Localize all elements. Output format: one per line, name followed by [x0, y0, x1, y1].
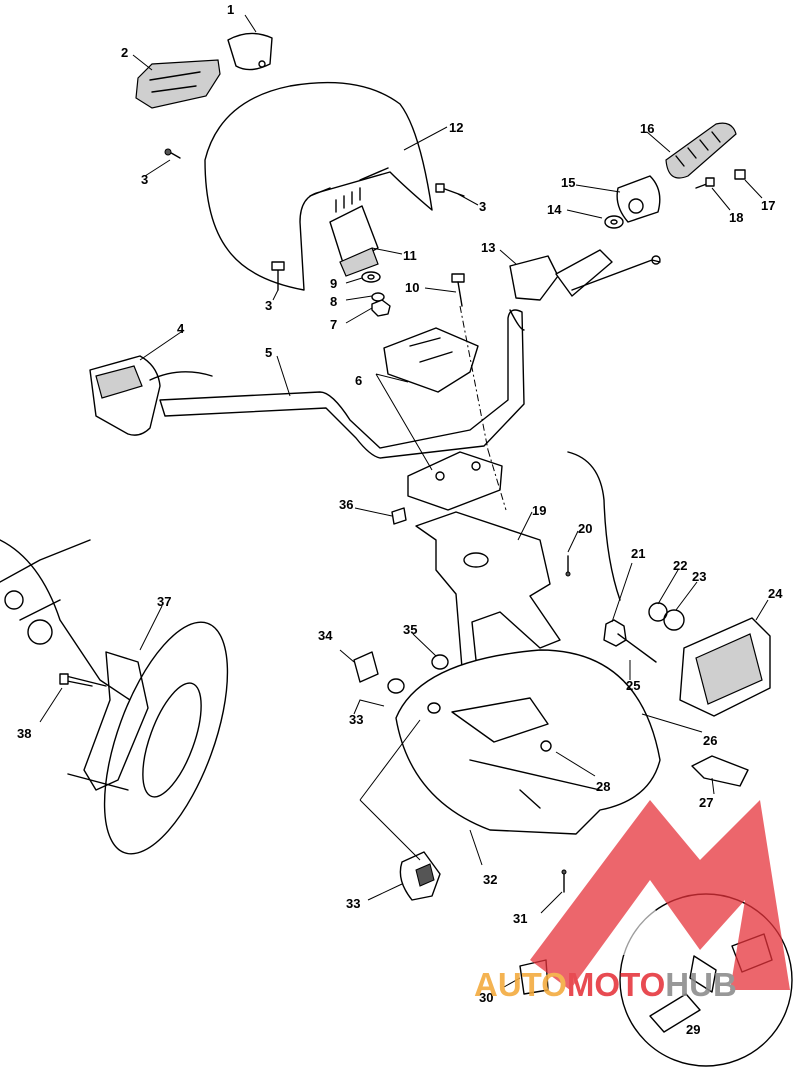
callout-36: 36 [339, 497, 353, 512]
callout-28: 28 [596, 779, 610, 794]
part-9-washer [361, 271, 381, 283]
callout-21: 21 [631, 546, 645, 561]
callout-26: 26 [703, 733, 717, 748]
part-3-screw-b [435, 183, 465, 197]
leader-lines [39, 14, 769, 988]
part-19-mounting-bracket [415, 511, 561, 685]
callout-34: 34 [318, 628, 333, 643]
part-18-screw [695, 177, 715, 189]
watermark-text: AUTOMOTOHUB [474, 966, 737, 1003]
callout-11: 11 [403, 248, 417, 263]
speedometer-cable [567, 451, 621, 601]
part-6-clamp-bottom [407, 451, 503, 511]
part-38-screw [59, 673, 93, 687]
part-13-brake-master-cylinder [509, 249, 661, 301]
part-7-nut [371, 299, 391, 317]
part-24-headlight [679, 617, 771, 717]
part-34-switch [353, 651, 379, 683]
part-21-gear [603, 619, 627, 647]
callout-30: 30 [479, 990, 493, 1005]
watermark-logo-mark [530, 800, 790, 990]
part-33-nut-small [387, 678, 405, 694]
callout-27: 27 [699, 795, 713, 810]
part-23-ring [663, 609, 685, 631]
part-31-screw [561, 869, 567, 893]
callout-29: 29 [686, 1022, 700, 1037]
callout-19: 19 [532, 503, 546, 518]
callout-37: 37 [157, 594, 171, 609]
callout-25: 25 [626, 678, 640, 693]
callout-31: 31 [513, 911, 527, 926]
part-17-screw [734, 169, 746, 180]
part-36-clip [391, 507, 407, 525]
callout-9: 9 [330, 276, 337, 291]
part-35-washer [431, 654, 449, 670]
automotohub-watermark: AUTOMOTOHUB [474, 800, 790, 1003]
watermark-hub: HUB [665, 966, 737, 1003]
part-32-lower-fairing [395, 649, 661, 835]
callout-1: 1 [227, 2, 234, 17]
callout-6: 6 [355, 373, 362, 388]
part-16-grip [665, 122, 737, 179]
callout-8: 8 [330, 294, 337, 309]
callout-35: 35 [403, 622, 417, 637]
part-11-connector [329, 187, 379, 277]
part-4-thumb-throttle [89, 355, 213, 436]
callout-18: 18 [729, 210, 743, 225]
watermark-moto: MOTO [567, 966, 665, 1003]
callout-5: 5 [265, 345, 272, 360]
part-6-clamp-top [383, 327, 479, 393]
part-37-brake-disc [0, 539, 229, 855]
callout-4: 4 [177, 321, 185, 336]
callout-33: 33 [349, 712, 363, 727]
callout-3: 3 [265, 298, 272, 313]
part-27-bulb-socket [691, 755, 749, 787]
part-2-bracket [135, 59, 221, 109]
callout-3: 3 [479, 199, 486, 214]
part-14-washer [604, 215, 624, 229]
callout-7: 7 [330, 317, 337, 332]
part-3-screw-a [164, 148, 181, 159]
part-25-rod [617, 633, 657, 663]
callout-labels: 1 2 3 3 3 4 5 6 7 8 9 10 11 12 13 14 15 … [17, 2, 783, 1037]
callout-16: 16 [640, 121, 654, 136]
callout-15: 15 [561, 175, 575, 190]
callout-24: 24 [768, 586, 783, 601]
callout-38: 38 [17, 726, 31, 741]
callout-10: 10 [405, 280, 419, 295]
part-12-pod-cover [204, 81, 433, 291]
callout-22: 22 [673, 558, 687, 573]
part-1-gauge [227, 32, 273, 71]
part-10-bolt [451, 273, 465, 307]
callout-2: 2 [121, 45, 128, 60]
callout-12: 12 [449, 120, 463, 135]
part-15-throttle-housing [616, 175, 661, 223]
callout-3: 3 [141, 172, 148, 187]
callout-20: 20 [578, 521, 592, 536]
callout-33: 33 [346, 896, 360, 911]
callout-13: 13 [481, 240, 495, 255]
part-3-screw-c [271, 261, 285, 291]
callout-32: 32 [483, 872, 497, 887]
callout-14: 14 [547, 202, 562, 217]
part-5-handlebar [159, 309, 525, 459]
callout-17: 17 [761, 198, 775, 213]
part-28-nut [540, 740, 552, 752]
callout-23: 23 [692, 569, 706, 584]
part-20-screw [565, 555, 571, 577]
watermark-auto: AUTO [474, 966, 567, 1003]
assembly-centerline [459, 305, 507, 511]
part-33-switch-large [399, 851, 441, 901]
